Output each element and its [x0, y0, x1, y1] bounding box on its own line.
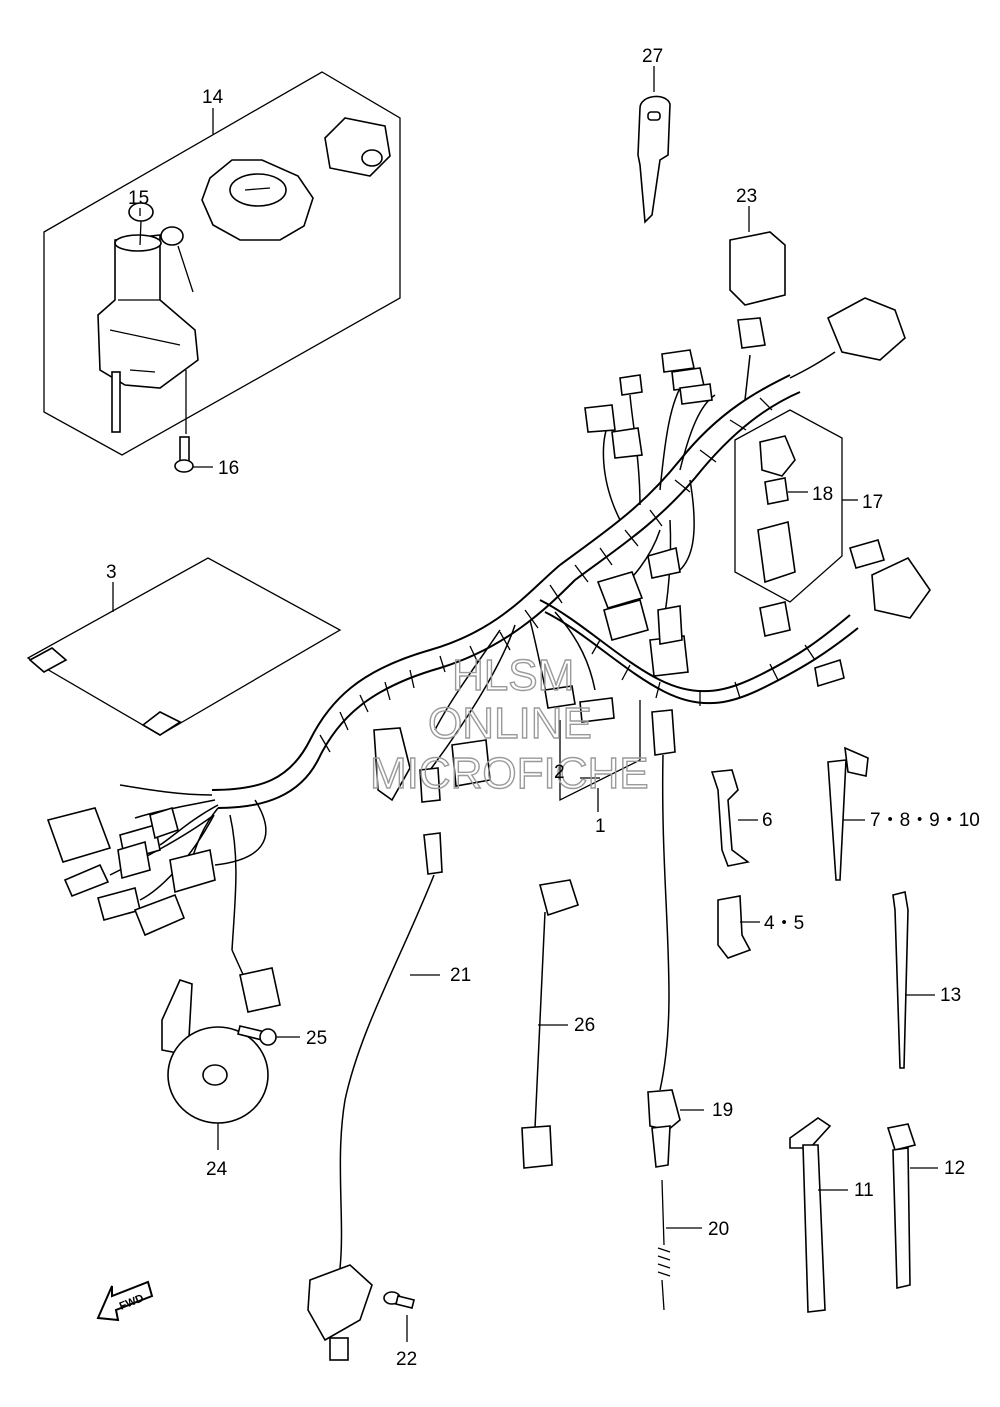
lead-part-26 — [521, 879, 580, 1169]
label-15: 15 — [128, 188, 149, 209]
label-13: 13 — [940, 985, 961, 1006]
ignition-switch-set — [43, 71, 401, 456]
harness-connectors — [46, 297, 931, 1013]
relay-part-23 — [729, 206, 786, 306]
clamp-part-6 — [710, 769, 758, 867]
fwd-arrow-icon: FWD — [96, 1280, 154, 1322]
horn-part — [161, 979, 269, 1150]
label-16: 16 — [218, 458, 239, 479]
label-20: 20 — [708, 1219, 729, 1240]
cable-tie-part-7-10 — [827, 746, 869, 881]
ignition-switch-part — [97, 234, 199, 433]
label-22: 22 — [396, 1349, 417, 1370]
sensor-part-19 — [647, 709, 704, 1168]
watermark-line-2: ONLINE — [428, 699, 592, 748]
screw-part-22 — [383, 1291, 415, 1342]
label-12: 12 — [944, 1158, 965, 1179]
label-26: 26 — [574, 1015, 595, 1036]
label-17: 17 — [862, 492, 883, 513]
label-24: 24 — [206, 1159, 228, 1180]
clamp-part-4-5 — [717, 895, 760, 959]
watermark-line-3: MICROFICHE — [370, 749, 649, 798]
cable-tie-part-12 — [886, 1123, 938, 1289]
label-7-10: 7・8・9・10 — [870, 810, 980, 831]
label-2: 2 — [554, 762, 565, 783]
watermark-line-1: HLSM — [452, 651, 574, 700]
label-23: 23 — [736, 186, 757, 207]
wiring-diagram-sheet — [26, 557, 342, 736]
label-18: 18 — [812, 484, 833, 505]
switch-part-21 — [307, 832, 443, 1361]
lock-cover-part — [201, 159, 314, 241]
spring-part-20 — [657, 1179, 702, 1311]
watermark: HLSM ONLINE MICROFICHE — [369, 650, 649, 798]
label-11: 11 — [854, 1180, 874, 1201]
key-blank-part — [637, 66, 671, 224]
label-1: 1 — [595, 816, 606, 837]
key-set-part — [128, 202, 194, 293]
bolt-part-25 — [237, 1025, 300, 1046]
label-14: 14 — [202, 87, 224, 108]
label-21: 21 — [450, 965, 471, 986]
label-3: 3 — [106, 562, 117, 583]
seat-lock-part — [324, 117, 391, 177]
relay-set — [734, 409, 858, 603]
cable-tie-part-13 — [892, 891, 935, 1069]
wiring-harness-part — [109, 351, 859, 991]
screw-part-16 — [174, 436, 213, 473]
label-27: 27 — [642, 46, 663, 67]
label-6: 6 — [762, 810, 773, 831]
label-25: 25 — [306, 1028, 327, 1049]
label-4-5: 4・5 — [764, 913, 804, 934]
label-19: 19 — [712, 1100, 733, 1121]
clamp-part-11 — [789, 1117, 848, 1313]
